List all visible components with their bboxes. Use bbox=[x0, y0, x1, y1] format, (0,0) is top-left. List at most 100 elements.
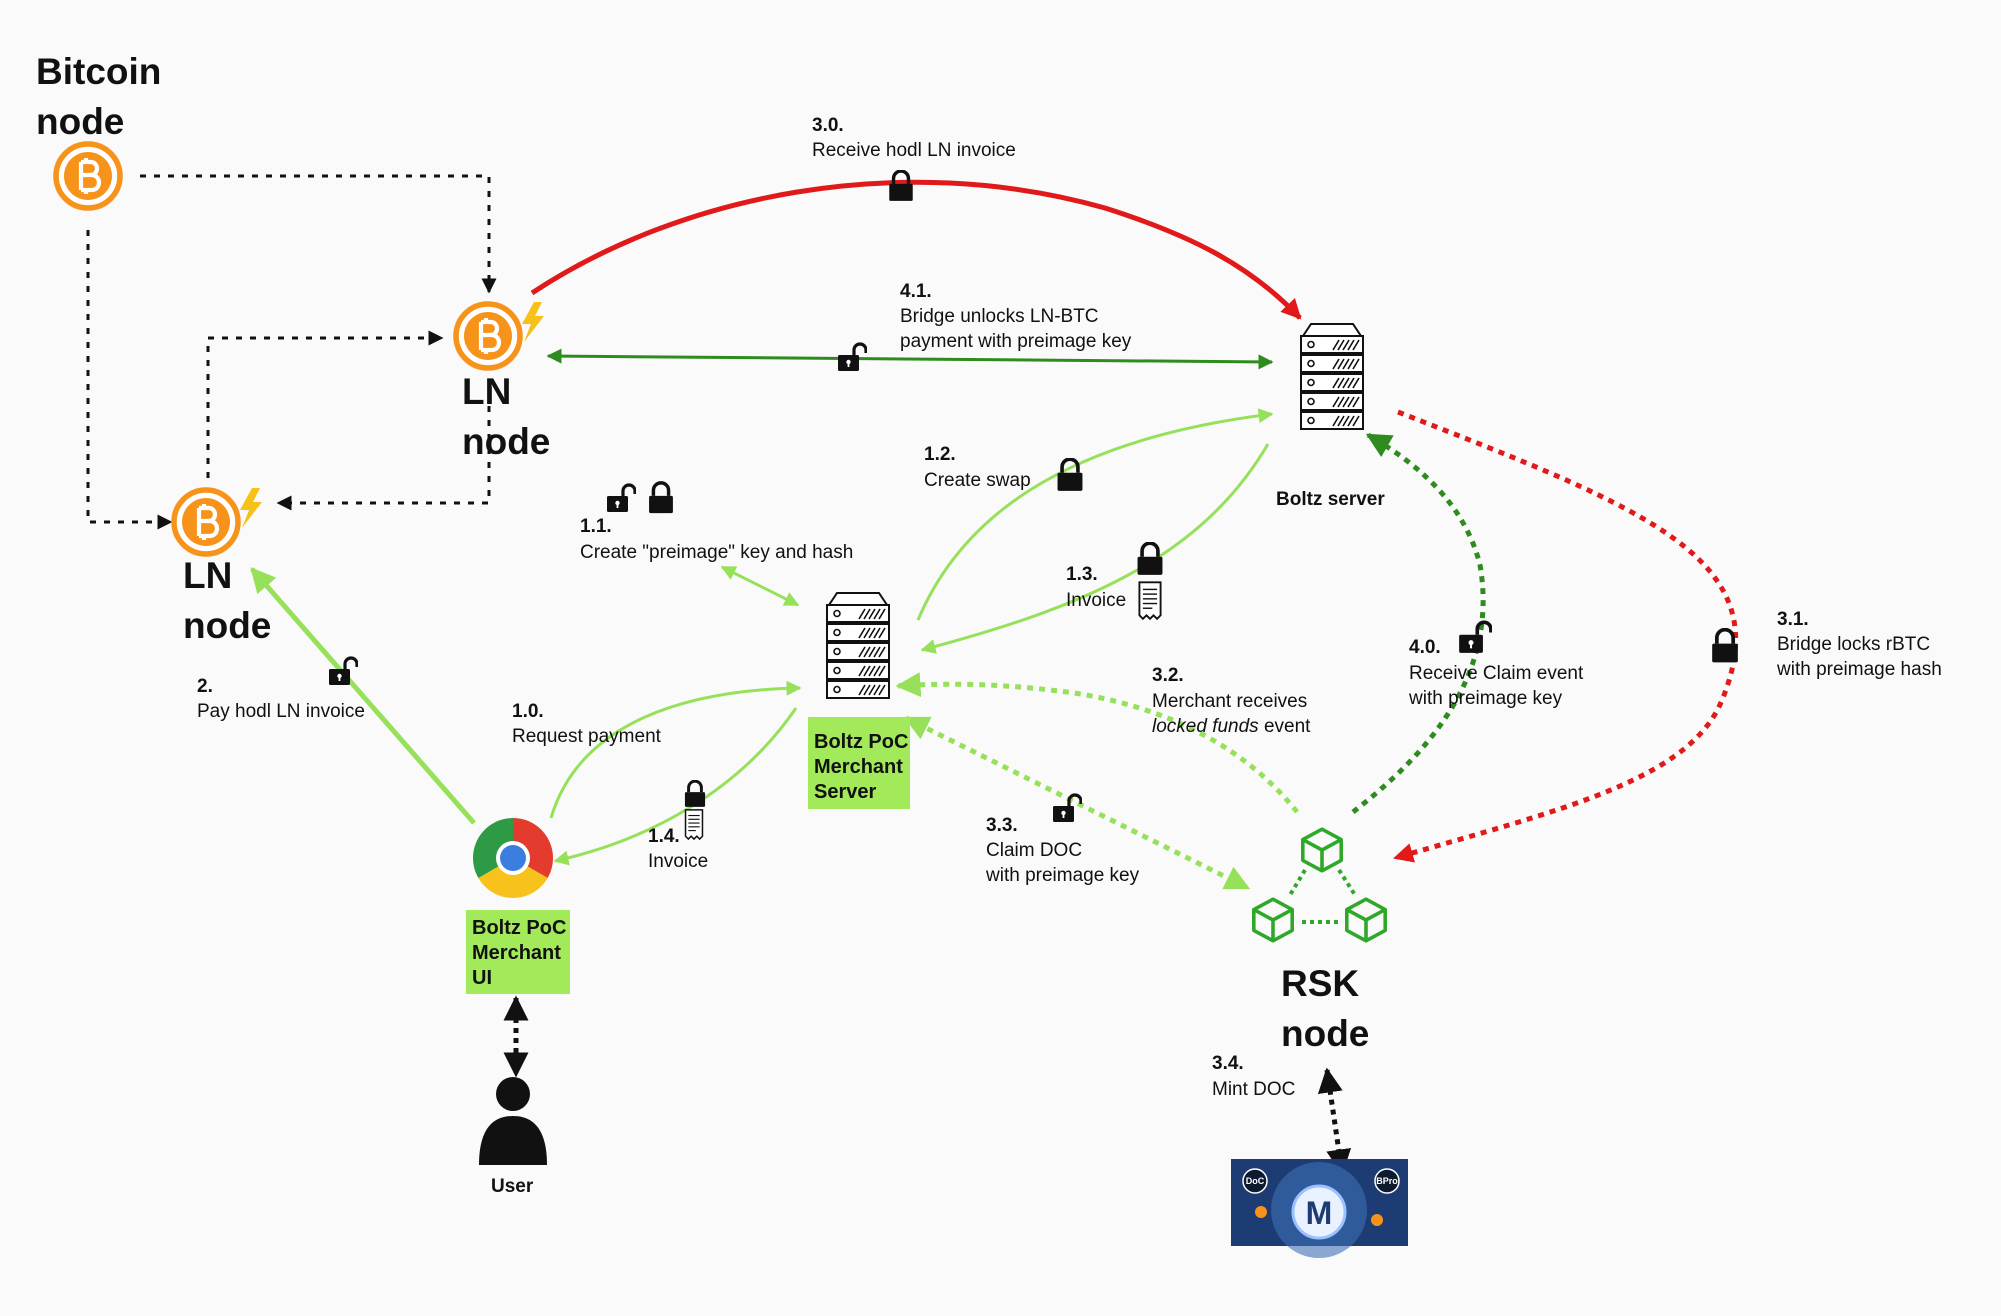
merchant-server-label-line3: Server bbox=[814, 781, 876, 803]
merchant-ui-label-line1: Boltz PoC bbox=[472, 917, 566, 939]
svg-text:3.2.: 3.2. bbox=[1152, 665, 1184, 686]
ln-top-lightning-icon bbox=[522, 302, 544, 342]
moc-logo-letter: M bbox=[1306, 1195, 1333, 1231]
svg-text:locked funds event: locked funds event bbox=[1152, 716, 1311, 737]
arrow-1-4-invoice bbox=[553, 707, 798, 866]
btc-to-ln-left-connector bbox=[86, 230, 173, 530]
bitcoin-node-title-line1: Bitcoin bbox=[36, 51, 161, 92]
bitcoin-connections bbox=[86, 174, 497, 530]
svg-text:3.1.: 3.1. bbox=[1777, 609, 1809, 630]
svg-text:1.1.: 1.1. bbox=[580, 516, 612, 537]
arrow-4-1-bridge-unlocks bbox=[546, 348, 1274, 370]
svg-text:Bridge unlocks LN-BTC: Bridge unlocks LN-BTC bbox=[900, 306, 1099, 327]
bitcoin-node-title-line2: node bbox=[36, 101, 124, 142]
ln-top-to-ln-left-connector bbox=[276, 392, 491, 511]
ln-top-bitcoin-icon bbox=[456, 304, 520, 368]
arrow-3-3-claim-doc bbox=[903, 715, 1251, 891]
svg-text:Request payment: Request payment bbox=[512, 726, 662, 747]
svg-text:Create "preimage" key and hash: Create "preimage" key and hash bbox=[580, 542, 853, 563]
merchant-ui-label-line2: Merchant bbox=[472, 942, 561, 964]
step-4-1-label: 4.1. Bridge unlocks LN-BTC payment with … bbox=[900, 281, 1132, 352]
svg-text:3.4.: 3.4. bbox=[1212, 1053, 1244, 1074]
arrow-3-0-receive-hodl-invoice bbox=[530, 179, 1302, 320]
svg-text:1.2.: 1.2. bbox=[924, 444, 956, 465]
rsk-moc-connector bbox=[1317, 1067, 1352, 1175]
step-3-3-label: 3.3. Claim DOC with preimage key bbox=[985, 815, 1140, 886]
svg-text:payment with preimage key: payment with preimage key bbox=[900, 331, 1132, 352]
step-1-4-label: 1.4. Invoice bbox=[648, 826, 708, 872]
lock-icon-1-2 bbox=[1056, 458, 1084, 492]
receipt-icon-1-3 bbox=[1138, 581, 1162, 620]
svg-text:3.0.: 3.0. bbox=[812, 115, 844, 136]
money-on-chain-logo: M DoC BPro bbox=[1231, 1159, 1408, 1258]
rsk-cubes-icon bbox=[1252, 827, 1387, 943]
merchant-server-icon bbox=[826, 592, 890, 699]
svg-text:with preimage key: with preimage key bbox=[985, 865, 1140, 886]
ln-left-bitcoin-icon bbox=[174, 490, 238, 554]
moc-badge-left: DoC bbox=[1246, 1176, 1265, 1186]
ln-left-lightning-icon bbox=[240, 488, 262, 528]
boltz-server-icon bbox=[1300, 323, 1364, 430]
lock-icon-1-4 bbox=[684, 780, 706, 808]
svg-text:Invoice: Invoice bbox=[1066, 590, 1126, 611]
svg-text:1.4.: 1.4. bbox=[648, 826, 680, 847]
lock-icon-3-1 bbox=[1711, 628, 1739, 664]
receipt-icon-1-4 bbox=[684, 809, 704, 840]
ln-left-to-ln-top-connector bbox=[206, 330, 444, 478]
svg-text:Receive hodl LN invoice: Receive hodl LN invoice bbox=[812, 140, 1016, 161]
step-3-2-label: 3.2. Merchant receives locked funds even… bbox=[1152, 665, 1311, 737]
svg-text:Receive Claim event: Receive Claim event bbox=[1409, 663, 1584, 684]
svg-text:2.: 2. bbox=[197, 676, 213, 697]
ln-left-title-line1: LN bbox=[183, 555, 232, 596]
step-3-4-label: 3.4. Mint DOC bbox=[1212, 1053, 1295, 1100]
merchant-server-label-box bbox=[808, 717, 910, 809]
btc-to-ln-top-connector bbox=[140, 174, 497, 294]
svg-text:Bridge locks rBTC: Bridge locks rBTC bbox=[1777, 634, 1930, 655]
merchant-server-label-line1: Boltz PoC bbox=[814, 731, 908, 753]
svg-text:with preimage hash: with preimage hash bbox=[1776, 659, 1942, 680]
user-label: User bbox=[491, 1176, 534, 1197]
user-icon bbox=[479, 1077, 547, 1165]
step-3-1-label: 3.1. Bridge locks rBTC with preimage has… bbox=[1776, 609, 1942, 680]
merchant-ui-label-box bbox=[466, 910, 570, 994]
arrow-4-0-receive-claim-event bbox=[1351, 432, 1486, 814]
svg-text:Invoice: Invoice bbox=[648, 851, 708, 872]
lock-icon-1-1 bbox=[648, 481, 674, 515]
step-1-0-label: 1.0. Request payment bbox=[512, 701, 662, 747]
svg-text:4.0.: 4.0. bbox=[1409, 637, 1441, 658]
svg-text:Mint DOC: Mint DOC bbox=[1212, 1079, 1295, 1100]
svg-text:1.0.: 1.0. bbox=[512, 701, 544, 722]
svg-text:1.3.: 1.3. bbox=[1066, 564, 1098, 585]
arrow-1-3-invoice bbox=[920, 443, 1270, 654]
lock-icon-3-0 bbox=[888, 170, 914, 202]
step-1-1-label: 1.1. Create "preimage" key and hash bbox=[580, 516, 853, 563]
unlock-icon-4-0 bbox=[1459, 622, 1491, 653]
merchant-server-label-line2: Merchant bbox=[814, 756, 903, 778]
arrow-3-1-bridge-locks-rbtc bbox=[1393, 409, 1739, 863]
svg-text:Merchant receives: Merchant receives bbox=[1152, 691, 1307, 712]
arrow-1-0-request-payment bbox=[549, 680, 802, 819]
arrow-2-pay-hodl-invoice bbox=[250, 567, 476, 825]
rsk-title-line2: node bbox=[1281, 1013, 1369, 1054]
chrome-browser-icon bbox=[473, 818, 553, 898]
svg-text:with preimage key: with preimage key bbox=[1408, 688, 1563, 709]
boltz-server-label: Boltz server bbox=[1276, 489, 1385, 510]
svg-text:3.3.: 3.3. bbox=[986, 815, 1018, 836]
arrow-1-2-create-swap bbox=[916, 408, 1274, 621]
unlock-icon-1-1 bbox=[606, 483, 636, 514]
moc-badge-right: BPro bbox=[1376, 1176, 1398, 1186]
ln-top-title-line2: node bbox=[462, 421, 550, 462]
arrow-1-1-preimage bbox=[720, 565, 800, 607]
lock-icon-1-3 bbox=[1136, 542, 1164, 576]
svg-text:Create swap: Create swap bbox=[924, 470, 1031, 491]
ln-left-title-line2: node bbox=[183, 605, 271, 646]
svg-text:Claim DOC: Claim DOC bbox=[986, 840, 1082, 861]
step-3-0-label: 3.0. Receive hodl LN invoice bbox=[812, 115, 1016, 161]
step-2-label: 2. Pay hodl LN invoice bbox=[197, 676, 365, 722]
svg-text:4.1.: 4.1. bbox=[900, 281, 932, 302]
rsk-title-line1: RSK bbox=[1281, 963, 1359, 1004]
merchant-ui-label-line3: UI bbox=[472, 967, 492, 989]
svg-text:Pay hodl LN invoice: Pay hodl LN invoice bbox=[197, 701, 365, 722]
ln-top-title-line1: LN bbox=[462, 371, 511, 412]
